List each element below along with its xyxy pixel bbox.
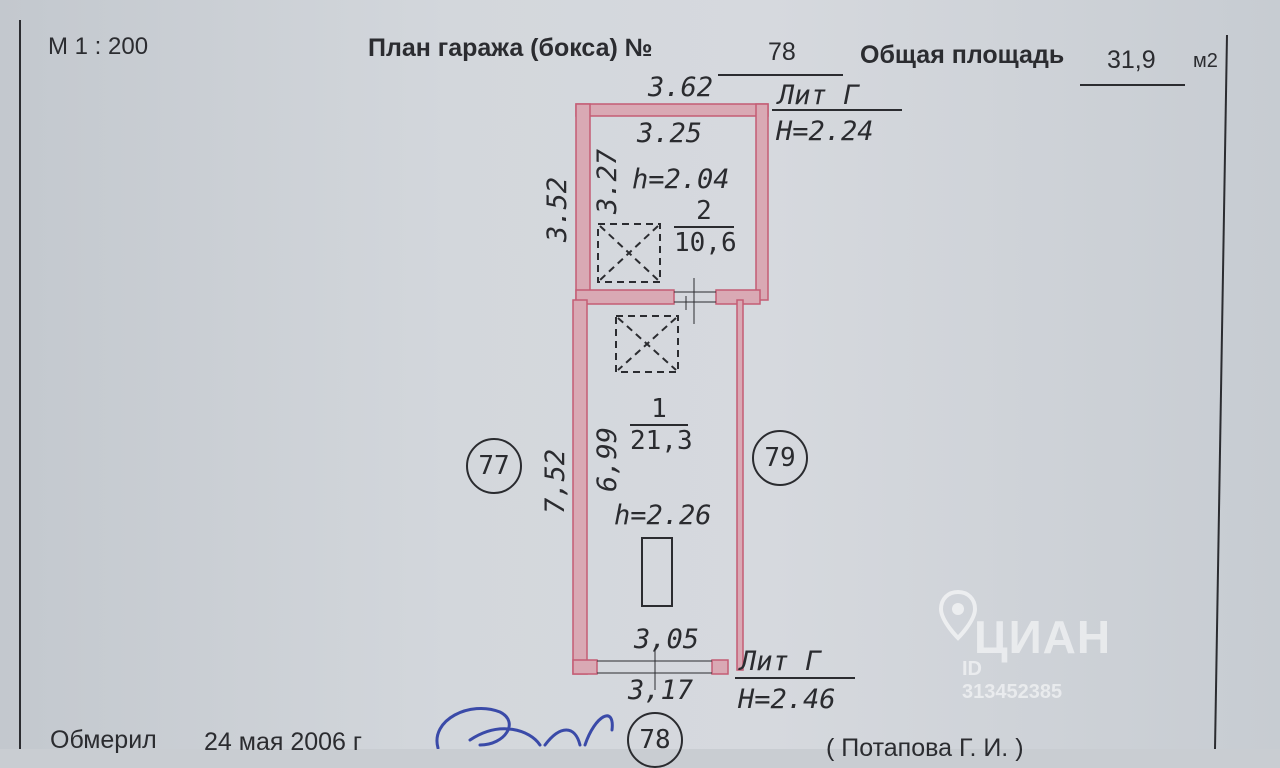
- watermark-id: ID 313452385: [962, 658, 1063, 703]
- room2-height: h=2.04: [632, 164, 730, 195]
- neighbor-right-marker: 79: [752, 430, 808, 486]
- cian-watermark: ЦИАН ID 313452385: [930, 589, 1110, 703]
- location-pin-icon: [938, 589, 978, 641]
- room1-number: 1: [630, 394, 688, 426]
- area-value: 31,9: [1107, 46, 1156, 74]
- floor-plan-drawing: [19, 20, 1228, 749]
- room2-label: 2 10,6: [674, 196, 737, 258]
- garage-number: 78: [768, 38, 796, 66]
- neighbor-bottom-marker: 78: [627, 712, 683, 768]
- room1-side-inner: 6,99: [592, 426, 623, 492]
- room1-pit: [615, 315, 679, 373]
- room1-outer-width-bottom: 3,17: [628, 675, 694, 706]
- area-unit: м2: [1193, 50, 1218, 72]
- outer-width-top: 3.62: [648, 72, 714, 103]
- measured-date: 24 мая 2006 г: [204, 728, 363, 756]
- room2-walls: [575, 103, 769, 305]
- room2-area: 10,6: [674, 228, 737, 258]
- area-label: Общая площадь: [860, 41, 1065, 69]
- room2-pit: [597, 223, 661, 283]
- lit-bottom: Лит Г: [740, 646, 822, 677]
- room2-side-outer: 3.52: [542, 176, 573, 242]
- height-top: H=2.24: [776, 116, 874, 147]
- plan-title: План гаража (бокса) №: [368, 34, 653, 62]
- inspection-pit: [641, 537, 673, 607]
- height-bottom: H=2.46: [738, 684, 836, 715]
- room2-number: 2: [674, 196, 734, 228]
- room1-inner-width-bottom: 3,05: [634, 624, 700, 655]
- measured-label: Обмерил: [50, 726, 157, 754]
- room1-side-outer: 7,52: [540, 448, 571, 514]
- room2-inner-width: 3.25: [637, 118, 703, 149]
- area-underline: [1080, 84, 1185, 86]
- lit-top: Лит Г: [778, 80, 860, 111]
- room1-area: 21,3: [630, 426, 693, 456]
- neighbor-left-marker: 77: [466, 438, 522, 494]
- room1-height: h=2.26: [614, 500, 712, 531]
- sheet-border-right: [1214, 34, 1228, 749]
- scale-label: М 1 : 200: [48, 33, 149, 60]
- room1-label: 1 21,3: [630, 394, 693, 456]
- room1-walls: [572, 299, 744, 675]
- room2-side-inner: 3.27: [592, 148, 623, 214]
- watermark-brand: ЦИАН: [974, 611, 1112, 663]
